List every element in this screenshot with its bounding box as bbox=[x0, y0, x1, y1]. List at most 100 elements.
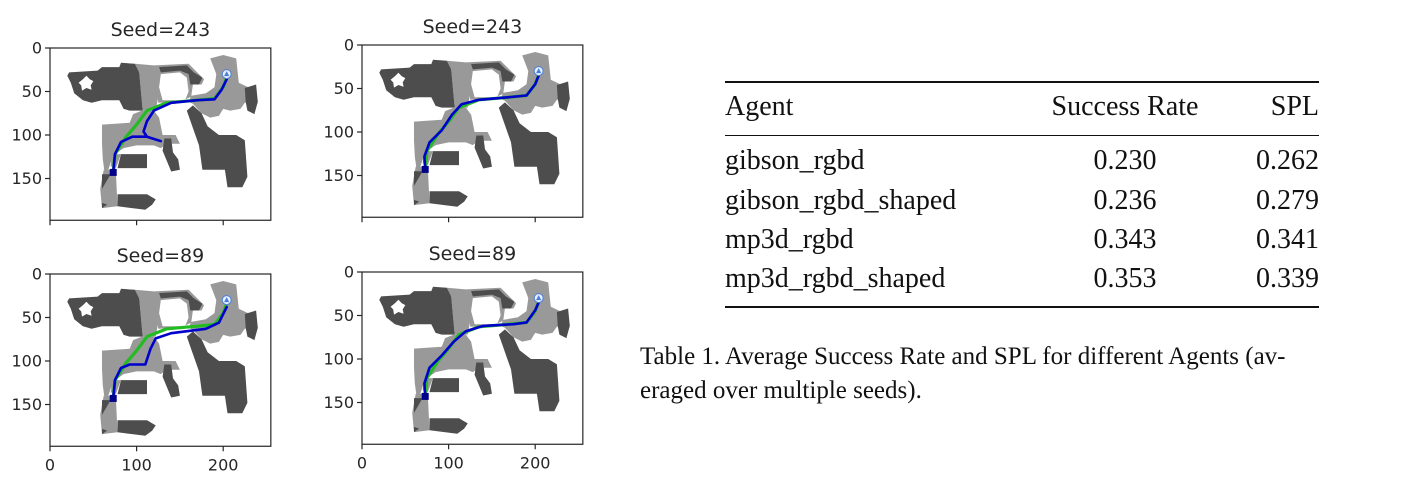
header-success-rate: Success Rate bbox=[1051, 91, 1199, 122]
row-spl: 0.279 bbox=[1256, 185, 1319, 216]
agent-path-line bbox=[423, 301, 541, 398]
free-region bbox=[471, 69, 501, 98]
obstacle-region bbox=[102, 202, 108, 209]
obstacle-region bbox=[117, 154, 147, 169]
maps-svg: Seed=243050100150Seed=243050100150Seed=8… bbox=[11, 16, 584, 474]
obstacle-region bbox=[244, 84, 258, 115]
y-tick-label: 150 bbox=[11, 395, 42, 414]
obstacle-region bbox=[67, 62, 143, 111]
obstacle-region bbox=[117, 380, 147, 395]
explored-region bbox=[414, 107, 492, 176]
obstacle-region bbox=[429, 191, 468, 207]
y-tick-label: 150 bbox=[11, 169, 42, 188]
map-panel: Seed=243 0 50 100 150 bbox=[11, 19, 272, 226]
obstacle-region bbox=[117, 194, 156, 210]
goal-icon bbox=[224, 71, 230, 77]
row-spl: 0.339 bbox=[1256, 263, 1319, 294]
obstacle-region bbox=[471, 289, 515, 309]
obstacle-region bbox=[67, 288, 143, 337]
obstacle-region bbox=[556, 308, 570, 339]
y-tick-label: 100 bbox=[323, 350, 354, 369]
obstacle-region bbox=[379, 286, 455, 335]
obstacle-region bbox=[117, 420, 156, 436]
obstacle-region bbox=[244, 310, 258, 341]
plot-title: Seed=243 bbox=[111, 19, 211, 41]
free-region bbox=[78, 301, 94, 317]
y-tick-label: 0 bbox=[344, 263, 354, 282]
free-region bbox=[159, 72, 189, 101]
row-success-rate: 0.353 bbox=[1093, 263, 1157, 294]
start-marker bbox=[421, 165, 429, 173]
row-agent: mp3d_rgbd_shaped bbox=[725, 263, 946, 294]
axes-frame bbox=[49, 273, 272, 447]
obstacle-region bbox=[556, 81, 570, 112]
explored-region bbox=[446, 287, 472, 335]
y-tick-label: 0 bbox=[32, 39, 42, 58]
axes-frame bbox=[361, 44, 584, 218]
explored-region bbox=[102, 110, 180, 179]
row-spl: 0.262 bbox=[1256, 145, 1319, 176]
agent-path-line bbox=[111, 305, 228, 400]
obstacle-region bbox=[186, 331, 248, 414]
table-top-rule bbox=[725, 81, 1319, 83]
caption-line-2: eraged over multiple seeds). bbox=[640, 377, 922, 404]
obstacle-region bbox=[471, 62, 515, 82]
obstacle-region bbox=[429, 418, 468, 434]
table-bottom-rule bbox=[725, 306, 1319, 308]
obstacle-region bbox=[379, 59, 455, 108]
start-marker bbox=[109, 168, 117, 176]
free-region bbox=[390, 299, 406, 315]
goal-icon bbox=[536, 68, 542, 74]
axes-frame bbox=[49, 47, 272, 221]
header-agent: Agent bbox=[725, 91, 794, 122]
table-caption: Table 1. Average Success Rate and SPL fo… bbox=[640, 340, 1360, 408]
obstacle-region bbox=[474, 135, 492, 169]
obstacle-region bbox=[414, 171, 423, 186]
obstacle-region bbox=[162, 364, 180, 398]
explored-region bbox=[414, 334, 492, 403]
y-tick-label: 100 bbox=[11, 352, 42, 371]
header-spl: SPL bbox=[1270, 91, 1319, 122]
goal-icon bbox=[224, 297, 230, 303]
x-tick-label: 0 bbox=[357, 453, 367, 472]
axes-frame bbox=[361, 271, 584, 445]
row-success-rate: 0.230 bbox=[1093, 145, 1157, 176]
explored-region bbox=[102, 336, 180, 405]
x-tick-label: 200 bbox=[520, 453, 551, 472]
explored-region bbox=[446, 60, 472, 108]
free-region bbox=[159, 298, 189, 327]
explored-region bbox=[134, 289, 160, 337]
agent-path-line bbox=[111, 78, 228, 174]
y-tick-label: 150 bbox=[323, 393, 354, 412]
y-tick-label: 50 bbox=[22, 308, 42, 327]
start-marker bbox=[421, 392, 429, 400]
free-region bbox=[471, 296, 501, 325]
y-tick-label: 0 bbox=[344, 36, 354, 55]
obstacle-region bbox=[159, 65, 203, 85]
agent-path-line bbox=[423, 74, 541, 171]
obstacle-region bbox=[102, 400, 111, 415]
table-mid-rule bbox=[725, 135, 1319, 136]
free-region bbox=[78, 75, 94, 91]
y-tick-label: 50 bbox=[22, 82, 42, 101]
free-region bbox=[390, 72, 406, 88]
obstacle-region bbox=[429, 378, 459, 393]
start-marker bbox=[109, 394, 117, 402]
row-agent: gibson_rgbd_shaped bbox=[725, 185, 957, 216]
plot-title: Seed=89 bbox=[429, 243, 517, 265]
x-tick-label: 0 bbox=[45, 455, 55, 474]
x-tick-label: 200 bbox=[208, 455, 239, 474]
y-tick-label: 150 bbox=[323, 166, 354, 185]
y-tick-label: 0 bbox=[32, 265, 42, 284]
x-tick-label: 100 bbox=[433, 453, 464, 472]
obstacle-region bbox=[186, 105, 248, 188]
obstacle-region bbox=[429, 151, 459, 166]
explored-region bbox=[134, 63, 160, 111]
y-tick-label: 100 bbox=[323, 123, 354, 142]
obstacle-region bbox=[102, 174, 111, 189]
obstacle-region bbox=[414, 199, 420, 206]
y-tick-label: 100 bbox=[11, 126, 42, 145]
row-success-rate: 0.236 bbox=[1093, 185, 1157, 216]
